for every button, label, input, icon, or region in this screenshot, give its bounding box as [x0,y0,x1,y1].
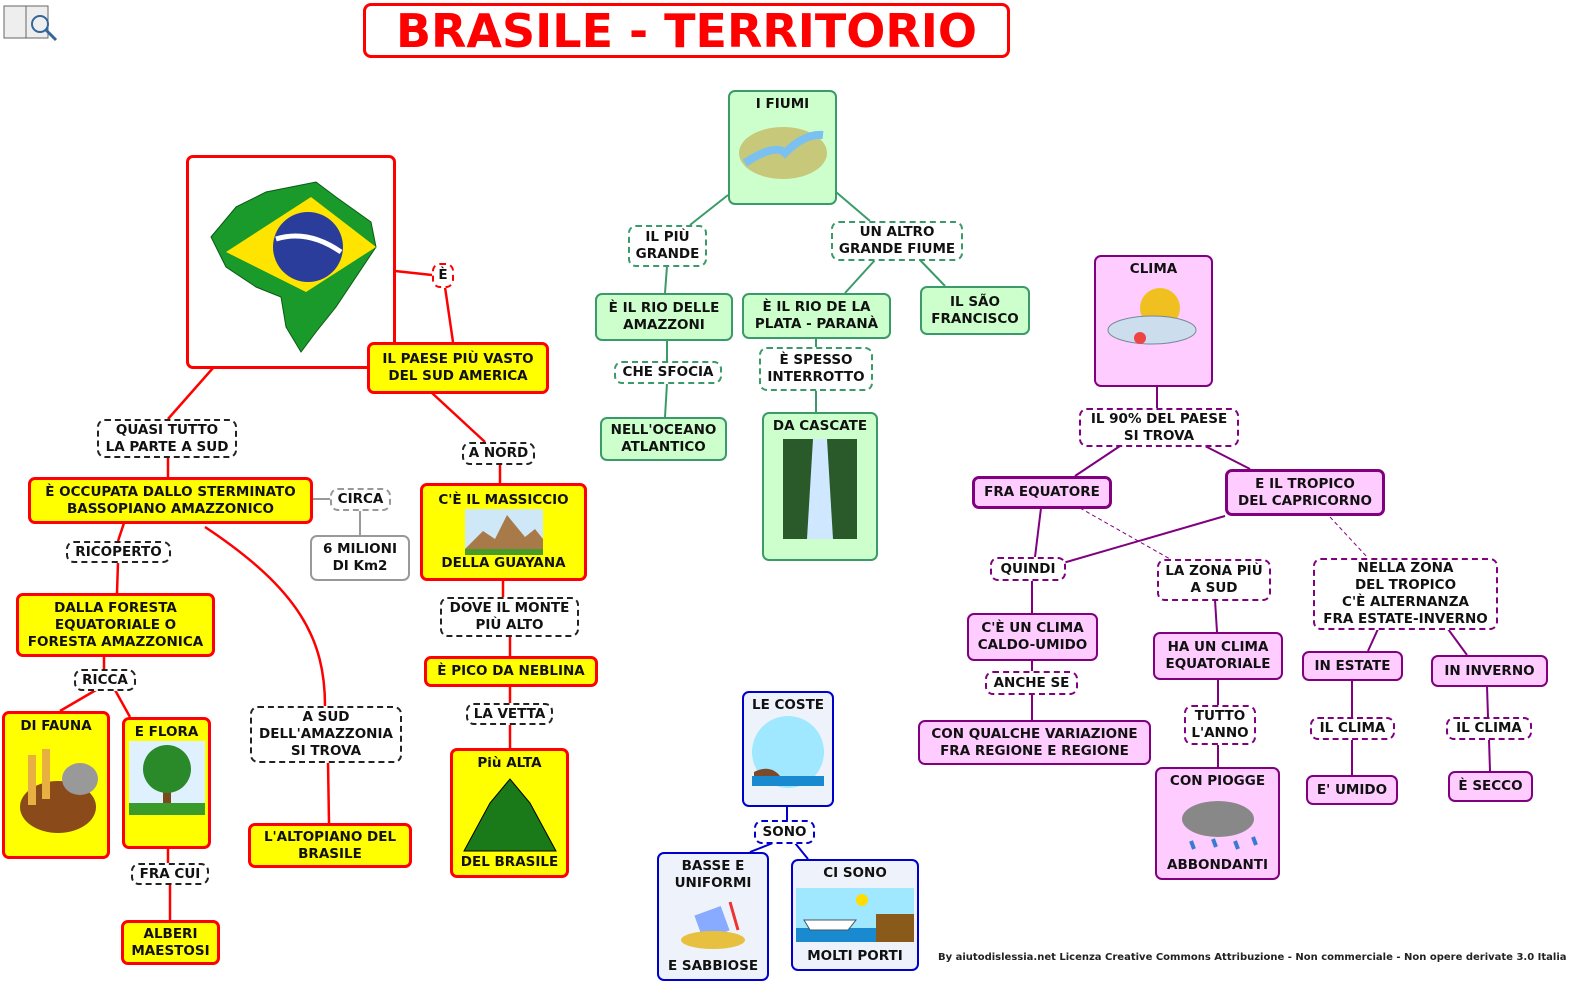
page-title: BRASILE - TERRITORIO [363,3,1010,58]
link-among[interactable]: FRA CUI [131,863,209,885]
weather-icon [1107,288,1196,345]
node-rivers[interactable]: I FIUMI [728,90,837,205]
node-highest-peak[interactable]: Più ALTA DEL BRASILE [450,748,569,878]
node-climate[interactable]: CLIMA [1094,255,1213,387]
link-so[interactable]: QUINDI [990,557,1066,581]
license-footer: By aiutodislessia.net Licenza Creative C… [938,952,1567,963]
node-plata-river[interactable]: È IL RIO DE LA PLATA - PARANÀ [742,293,891,339]
logo-icon [2,2,58,42]
link-ninety-percent[interactable]: IL 90% DEL PAESE SI TROVA [1079,408,1239,447]
link-another-river[interactable]: UN ALTRO GRANDE FIUME [831,221,963,261]
node-low-sandy[interactable]: BASSE E UNIFORMI E SABBIOSE [657,852,769,981]
animals-icon [20,749,98,833]
node-equator[interactable]: FRA EQUATORE [972,476,1112,509]
brazil-map-node[interactable] [186,155,396,369]
node-pico-neblina[interactable]: È PICO DA NEBLINA [424,656,598,687]
link-tropic-zone[interactable]: NELLA ZONA DEL TROPICO C'È ALTERNANZA FR… [1313,558,1498,630]
link-is[interactable]: È [432,263,454,288]
node-coasts[interactable]: LE COSTE [742,691,834,807]
link-north[interactable]: A NORD [462,442,535,465]
node-trees[interactable]: ALBERI MAESTOSI [121,920,220,965]
link-flows[interactable]: CHE SFOCIA [614,361,722,384]
node-tropic[interactable]: E IL TROPICO DEL CAPRICORNO [1225,469,1385,516]
river-icon [738,127,827,179]
waterfall-icon [783,439,857,539]
link-summit[interactable]: LA VETTA [466,703,553,725]
peak-icon [462,778,557,852]
node-ocean[interactable]: NELL'OCEANO ATLANTICO [600,417,727,461]
coast-icon [752,716,824,788]
node-amazon-river[interactable]: È IL RIO DELLE AMAZZONI [595,293,733,341]
link-even-if[interactable]: ANCHE SE [985,671,1078,695]
node-largest-country[interactable]: IL PAESE PIÙ VASTO DEL SUD AMERICA [367,342,549,394]
node-winter[interactable]: IN INVERNO [1431,655,1548,687]
node-fauna[interactable]: DI FAUNA [2,711,110,859]
node-dry[interactable]: È SECCO [1448,771,1533,802]
link-biggest[interactable]: IL PIÙ GRANDE [628,225,707,267]
node-summer[interactable]: IN ESTATE [1302,651,1403,681]
link-interrupted[interactable]: È SPESSO INTERROTTO [759,347,873,391]
link-where-mount[interactable]: DOVE IL MONTE PIÙ ALTO [440,597,579,637]
link-all-year[interactable]: TUTTO L'ANNO [1184,705,1256,745]
link-climate-summer[interactable]: IL CLIMA [1310,717,1395,740]
node-forest[interactable]: DALLA FORESTA EQUATORIALE O FORESTA AMAZ… [16,593,215,657]
node-flora[interactable]: E FLORA [122,717,211,849]
beach-bucket-icon [681,901,745,949]
node-area[interactable]: 6 MILIONI DI Km2 [310,535,410,581]
link-mostly-south[interactable]: QUASI TUTTO LA PARTE A SUD [97,419,237,458]
node-guayana-massif[interactable]: C'È IL MASSICCIO DELLA GUAYANA [420,483,587,581]
node-hot-humid[interactable]: C'È UN CLIMA CALDO-UMIDO [967,613,1098,661]
node-humid[interactable]: E' UMIDO [1306,775,1398,805]
brazil-flag-map-icon [210,181,377,353]
node-waterfalls[interactable]: DA CASCATE [762,412,878,561]
rain-cloud-icon [1181,800,1258,850]
link-climate-winter[interactable]: IL CLIMA [1446,717,1532,740]
node-plateau[interactable]: L'ALTOPIANO DEL BRASILE [248,823,412,868]
node-heavy-rain[interactable]: CON PIOGGE ABBONDANTI [1155,767,1280,880]
link-south-zone[interactable]: LA ZONA PIÙ A SUD [1157,559,1271,601]
link-about[interactable]: CIRCA [330,488,391,511]
link-covered[interactable]: RICOPERTO [66,541,171,563]
tree-icon [128,741,205,815]
link-rich[interactable]: RICCA [74,669,136,691]
node-sao-francisco[interactable]: IL SÃO FRANCISCO [920,286,1030,335]
link-are[interactable]: SONO [754,820,815,844]
port-boat-icon [796,888,914,942]
node-many-ports[interactable]: CI SONO MOLTI PORTI [791,859,919,971]
node-equatorial[interactable]: HA UN CLIMA EQUATORIALE [1153,632,1283,680]
node-variation[interactable]: CON QUALCHE VARIAZIONE FRA REGIONE E REG… [918,720,1151,765]
node-amazon-lowland[interactable]: È OCCUPATA DALLO STERMINATO BASSOPIANO A… [28,477,313,524]
link-south-amazon[interactable]: A SUD DELL'AMAZZONIA SI TROVA [250,706,402,763]
mountain-icon [464,509,543,555]
